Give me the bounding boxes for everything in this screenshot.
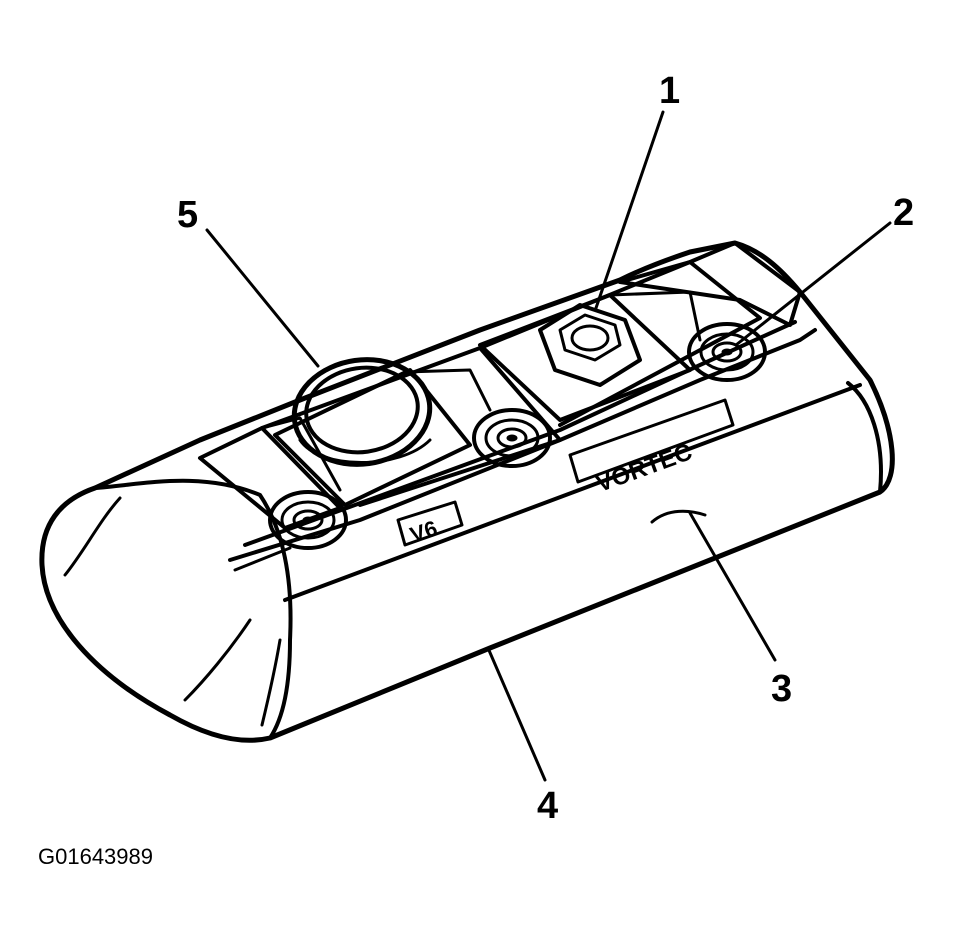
grommet-right <box>687 322 767 382</box>
top-channel-lower <box>233 546 292 572</box>
emboss-left-plate: V6 <box>396 500 464 548</box>
callout-5: 5 <box>177 194 199 236</box>
oil-filler-ring-inner <box>304 365 420 455</box>
left-end-face <box>93 478 293 740</box>
grommet-center <box>472 408 552 468</box>
grommet-left <box>268 490 348 550</box>
left-boss <box>273 368 472 507</box>
hex-nut-top <box>558 313 622 362</box>
callout-3: 3 <box>771 668 793 710</box>
front-face-right <box>846 381 883 494</box>
top-deck-left-2 <box>260 416 342 492</box>
leader-3 <box>688 511 777 662</box>
leader-2 <box>734 221 892 347</box>
top-deck-far <box>618 241 802 327</box>
right-boss-side <box>608 290 702 342</box>
cover-outline <box>39 240 895 743</box>
leader-1 <box>594 110 665 310</box>
leader-4 <box>486 646 547 782</box>
left-end-inner-2 <box>183 618 252 702</box>
hook-mark <box>650 509 707 524</box>
callout-4: 4 <box>537 785 559 827</box>
left-end-inner <box>63 496 122 577</box>
top-channel-front <box>228 328 817 562</box>
hex-nut-base <box>538 303 642 387</box>
callout-2: 2 <box>893 192 915 234</box>
oil-filler-ring-base <box>298 438 432 464</box>
left-end-inner-3 <box>260 638 282 727</box>
callout-1: 1 <box>659 70 681 112</box>
hex-nut-hole <box>570 324 610 352</box>
figure-id: G01643989 <box>38 844 153 869</box>
front-face-top-edge <box>283 383 862 602</box>
emboss-right-text: VORTEC <box>593 438 696 498</box>
left-boss-side <box>403 368 492 412</box>
top-deck-left <box>198 426 342 530</box>
leader-5 <box>205 228 320 368</box>
